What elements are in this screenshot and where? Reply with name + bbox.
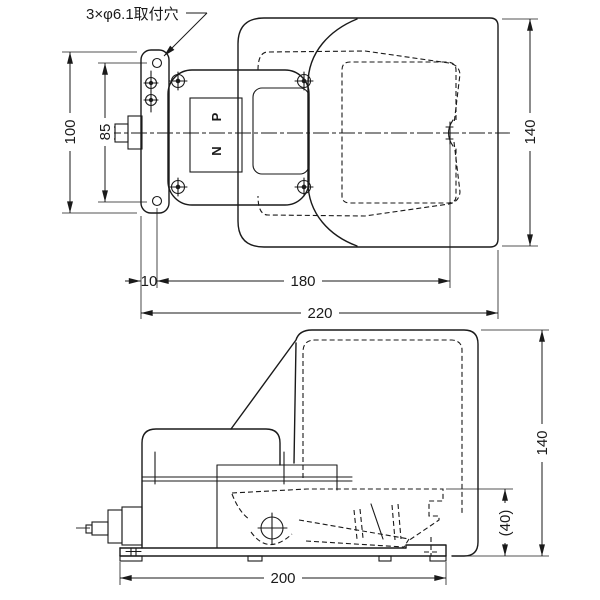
cable-gland-side [76, 506, 143, 546]
case-screws [168, 71, 314, 197]
terminal-mark-p: P [209, 112, 224, 121]
dim-label-140-plan: 140 [522, 119, 539, 144]
pedal-pivot [257, 512, 288, 545]
right-mount-screw-hidden [424, 537, 439, 556]
cover-inner-hidden [302, 339, 463, 515]
terminal-label-n: N [209, 146, 224, 155]
dimension-40: (40) [446, 488, 514, 556]
pedal-hidden-outline-outer [257, 50, 461, 217]
dimension-10-180: 10 180 [125, 143, 451, 319]
dim-label-85: 85 [97, 124, 114, 141]
terminal-mark-n: N [209, 146, 224, 155]
pedal-tread-hatch [370, 503, 384, 540]
body-screws-side [154, 451, 285, 485]
dim-label-140-side: 140 [534, 430, 551, 455]
mounting-hole-top [151, 57, 163, 69]
dim-label-180: 180 [290, 273, 315, 290]
dim-label-220: 220 [307, 305, 332, 322]
mounting-holes-note: 3×φ6.1取付穴 [86, 6, 179, 23]
dim-label-100: 100 [62, 119, 79, 144]
dim-label-200: 200 [270, 570, 295, 587]
dimension-140-plan: 140 [502, 18, 539, 247]
cover-opening-rim [307, 18, 358, 247]
dim-label-40: (40) [497, 510, 514, 537]
body-center-pad [252, 87, 310, 175]
mounting-flange-plan [140, 49, 170, 214]
cover-front-wall [293, 342, 297, 464]
side-view: 200 140 (40) [76, 329, 551, 587]
mounting-holes-callout: 3×φ6.1取付穴 [86, 6, 208, 57]
dimension-200: 200 [119, 562, 447, 587]
switch-body-side [141, 428, 281, 549]
flange-screws [143, 70, 159, 113]
cover-outline-side [230, 329, 479, 557]
pedal-hidden-outline-inner [341, 61, 457, 204]
mounting-hole-bottom [151, 195, 163, 207]
terminal-label-p: P [209, 112, 224, 121]
dimension-220: 220 [141, 250, 499, 322]
cover-outline-plan [237, 17, 499, 248]
base-plate-side [119, 544, 447, 562]
dim-label-10: 10 [141, 273, 158, 290]
flange-screw-side [125, 547, 142, 557]
pedal-hidden-side [231, 488, 444, 548]
dimension-85: 85 [96, 62, 147, 203]
dimension-100: 100 [61, 51, 137, 214]
plan-view: P N [61, 6, 539, 322]
dimension-140-side: 140 [452, 329, 551, 557]
terminal-cover-plate [189, 97, 243, 173]
inner-bracket [216, 464, 338, 549]
